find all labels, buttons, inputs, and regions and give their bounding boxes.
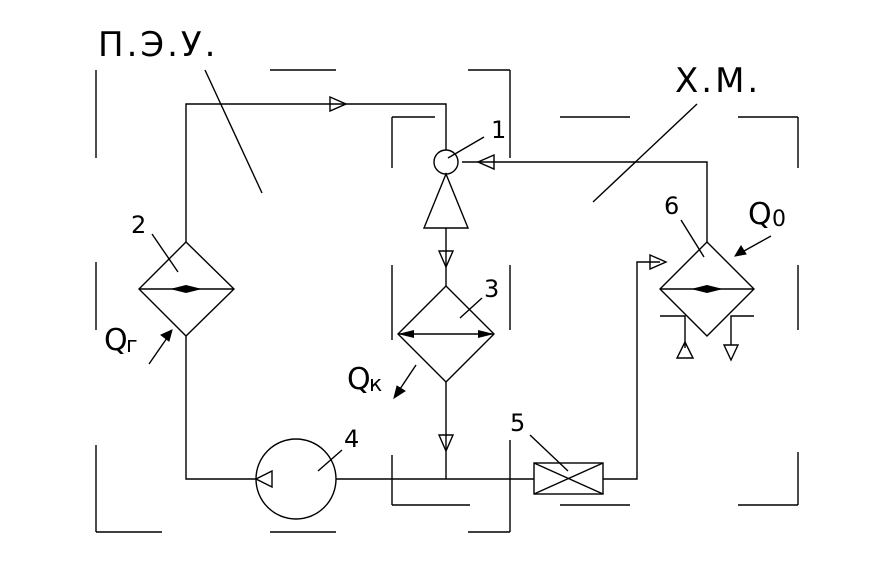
pipelines [185, 103, 754, 480]
refrigeration-machine-title: Х.М. [675, 61, 761, 101]
pump [255, 438, 337, 520]
evaporator [659, 241, 755, 337]
svg-text:Q: Q [347, 362, 371, 397]
flow-arrow-down-icon [722, 344, 740, 362]
flow-arrow-left-icon [476, 153, 495, 171]
heat-flow-arrow-icon [734, 245, 747, 257]
refrigeration-machine-boundary [391, 116, 799, 506]
evaporator-number: 6 [664, 192, 679, 220]
compressor-number: 1 [491, 116, 506, 144]
leader-lines [151, 69, 705, 472]
throttle [533, 462, 604, 495]
throttle-number: 5 [510, 409, 525, 437]
power-unit-boundary [95, 69, 511, 533]
svg-text:к: к [369, 372, 382, 397]
heat-flow-arrows [148, 235, 772, 400]
pump-number: 4 [344, 425, 359, 453]
svg-text:Q: Q [748, 197, 772, 232]
condenser-heat-label: Q к [347, 362, 382, 397]
flow-arrow-up-icon [675, 340, 695, 359]
flow-arrow-down-icon [437, 434, 455, 453]
heater-number: 2 [131, 211, 146, 239]
svg-text:Q: Q [104, 323, 128, 358]
svg-text:0: 0 [772, 207, 786, 232]
flow-arrows [254, 95, 740, 489]
condenser [397, 285, 495, 383]
flow-arrow-down-icon [437, 250, 455, 269]
heat-flow-arrow-icon [393, 385, 406, 400]
evaporator-heat-label: Q 0 [748, 197, 786, 232]
svg-text:г: г [126, 333, 138, 358]
heat-flow-arrow-icon [160, 329, 173, 342]
heater [138, 241, 236, 337]
flow-arrow-right-icon [329, 95, 348, 113]
compressor [422, 149, 470, 229]
heater-heat-label: Q г [104, 323, 138, 358]
power-unit-title: П.Э.У. [98, 25, 218, 65]
flow-arrow-left-icon [254, 469, 273, 489]
condenser-number: 3 [484, 275, 499, 303]
flow-arrow-right-icon [649, 253, 668, 271]
